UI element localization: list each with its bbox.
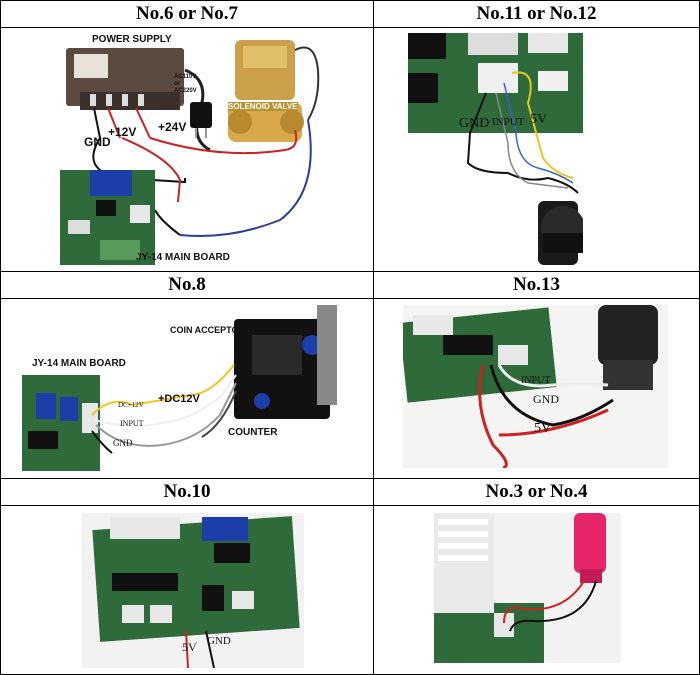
label-gnd-2: GND	[459, 116, 490, 131]
label-gnd-1: GND	[84, 135, 111, 149]
header-no10: No.10	[0, 478, 374, 506]
label-gnd-5: GND	[207, 635, 231, 647]
label-dc12v: +DC12V	[158, 393, 200, 405]
wiring-illustration-5	[82, 513, 304, 668]
label-dc12v-small: DC+12V	[118, 401, 144, 409]
photo-flow-sensor	[408, 33, 583, 265]
wiring-illustration-4	[403, 305, 668, 468]
photo-water-valve-connector	[403, 305, 668, 468]
wiring-illustration-2	[408, 33, 583, 265]
wiring-illustration-3	[22, 305, 337, 471]
label-jy14-main-board-2: JY-14 MAIN BOARD	[32, 358, 126, 369]
photo-coin-acceptor	[22, 305, 340, 471]
header-no13: No.13	[373, 271, 700, 299]
header-no3-or-no4: No.3 or No.4	[373, 478, 700, 506]
label-gnd-3: GND	[113, 438, 133, 448]
label-5v-4: 5V	[534, 421, 552, 436]
label-input-3: INPUT	[120, 419, 144, 428]
label-counter: COUNTER	[228, 427, 278, 438]
label-input-4: INPUT	[521, 375, 551, 386]
wiring-illustration-1	[60, 40, 320, 265]
label-24v: +24V	[158, 120, 187, 134]
label-solenoid-valve: SOLENOID VALVE	[228, 102, 298, 111]
header-no8: No.8	[0, 271, 374, 299]
label-12v-1: +12V	[108, 125, 137, 139]
label-ac-input: AC110V or AC220V	[174, 74, 197, 94]
header-no6-or-no7: No.6 or No.7	[0, 0, 374, 28]
header-no11-or-no12: No.11 or No.12	[373, 0, 700, 28]
photo-board-5v-gnd	[82, 513, 304, 668]
label-jy14-main-board-1: JY-14 MAIN BOARD	[136, 252, 230, 263]
photo-power-supply-solenoid	[60, 30, 372, 268]
photo-pink-connector	[434, 513, 621, 663]
label-gnd-4: GND	[533, 392, 559, 406]
wiring-illustration-6	[434, 513, 621, 663]
label-5v-5: 5V	[182, 640, 197, 654]
label-power-supply: POWER SUPPLY	[92, 34, 172, 45]
label-coin-acceptor: COIN ACCEPTOR	[170, 325, 246, 335]
label-5v-2: 5V	[530, 112, 548, 127]
label-input-2: INPUT	[492, 116, 525, 128]
